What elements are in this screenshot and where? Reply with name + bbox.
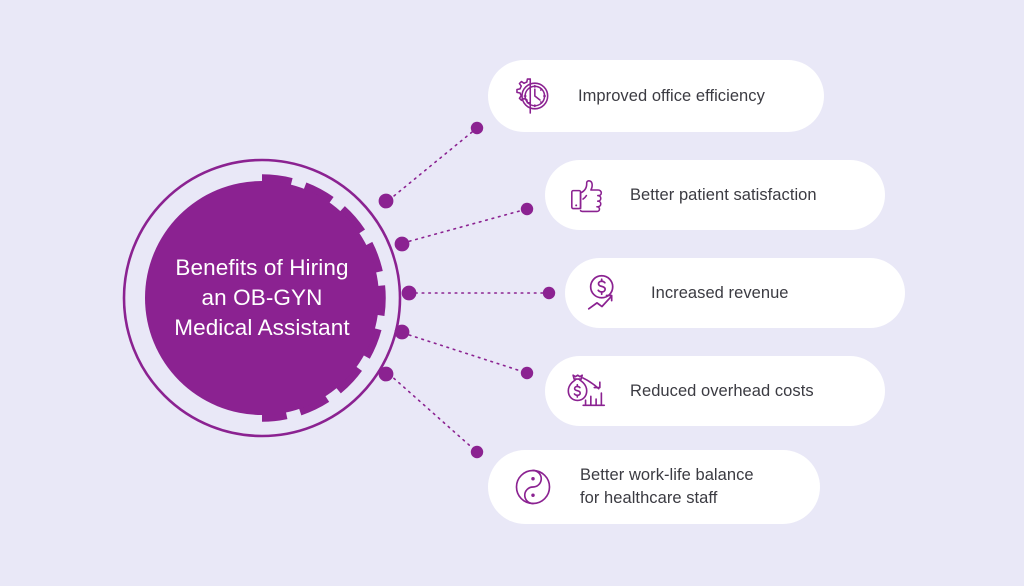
benefit-label: Reduced overhead costs [630,381,814,400]
dollar-growth-arrow-icon [583,270,629,316]
hub-ring-icon [122,158,402,438]
benefit-label: Increased revenue [651,283,789,302]
benefit-label: Better work-life balance for healthcare … [580,466,754,507]
benefit-label: Better patient satisfaction [630,185,817,204]
connector-dot-outer-4 [520,366,534,380]
connector-line-4 [402,332,528,374]
benefit-card-increased-revenue[interactable]: Increased revenue [565,258,905,328]
money-bag-declining-chart-icon [564,368,610,414]
benefit-card-improved-office-efficiency[interactable]: Improved office efficiency [488,60,824,132]
benefit-label: Improved office efficiency [578,86,765,105]
connector-dot-outer-5 [470,445,484,459]
connector-dot-outer-3 [542,286,556,300]
gear-clock-icon [510,73,556,119]
connector-line-1 [388,127,478,201]
benefit-card-better-work-life-balance[interactable]: Better work-life balance for healthcare … [488,450,820,524]
benefit-card-better-patient-satisfaction[interactable]: Better patient satisfaction [545,160,885,230]
connector-dot-outer-1 [470,121,484,135]
central-hub: Benefits of Hiring an OB-GYN Medical Ass… [122,158,402,438]
hub-core: Benefits of Hiring an OB-GYN Medical Ass… [145,181,379,415]
connector-dot-hub-3 [401,285,417,301]
connector-dot-outer-2 [520,202,534,216]
connector-line-5 [388,373,478,453]
page-title: Benefits of Hiring an OB-GYN Medical Ass… [174,255,350,340]
connector-line-2 [402,208,528,244]
thumbs-up-icon [565,172,611,218]
yin-yang-icon [510,464,556,510]
benefit-card-reduced-overhead-costs[interactable]: Reduced overhead costs [545,356,885,426]
